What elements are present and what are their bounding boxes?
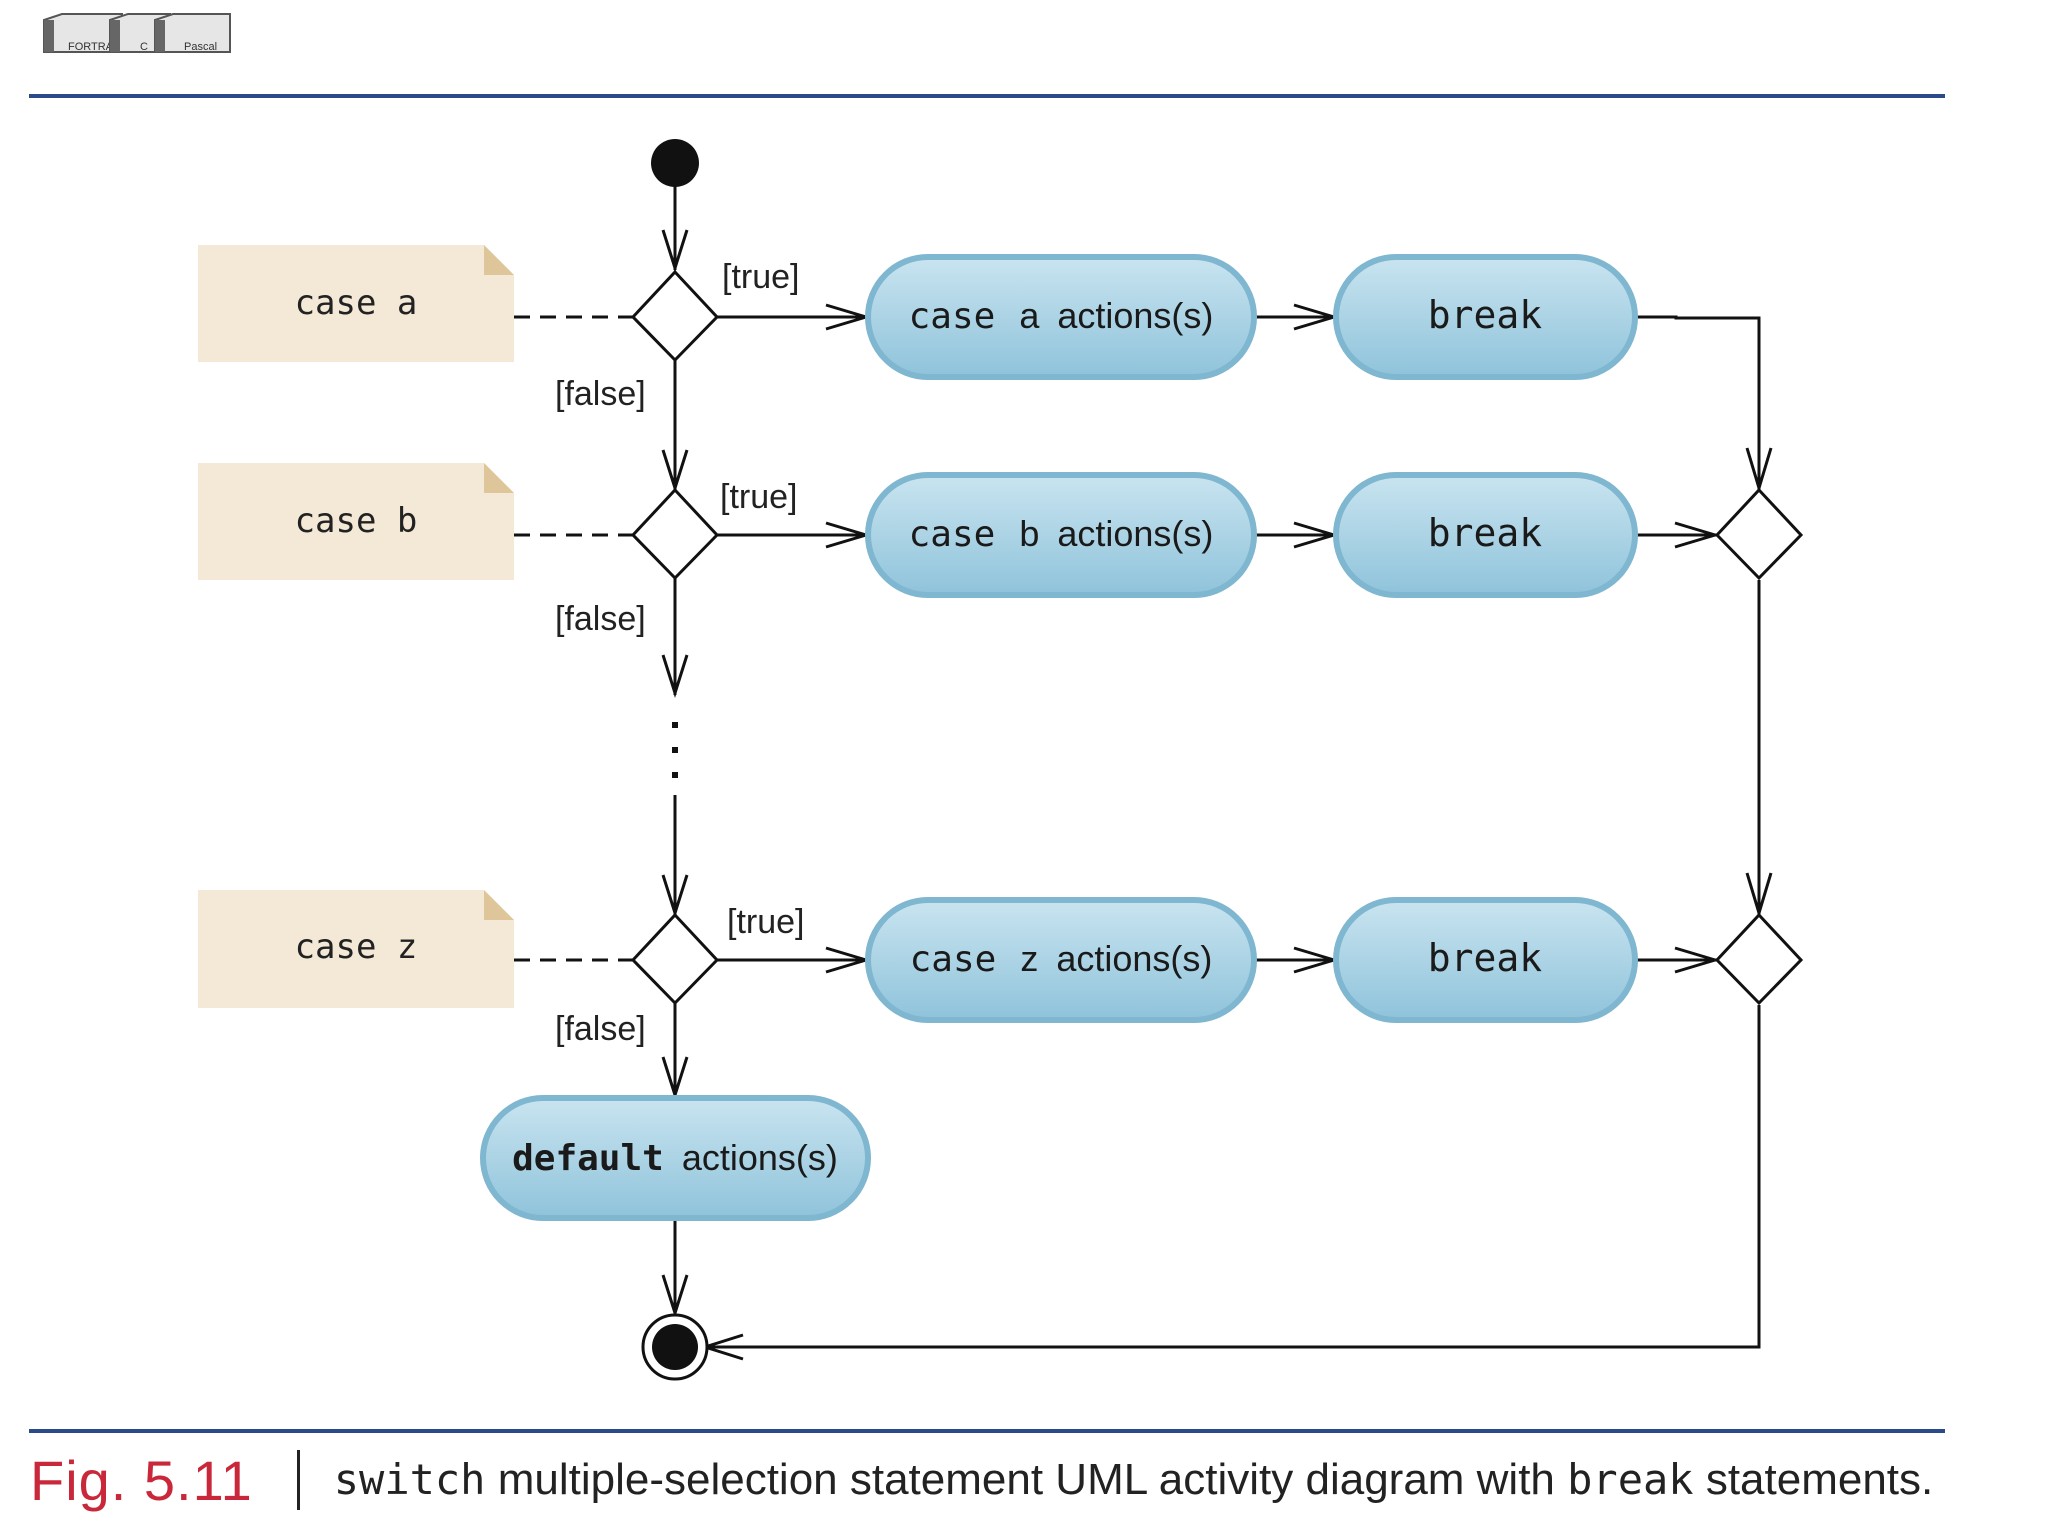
decision-case-z [630, 912, 720, 1006]
break-b: break [1333, 472, 1638, 598]
action-default: default actions(s) [480, 1095, 871, 1221]
guard-false-b: [false] [555, 600, 646, 638]
decision-nodes [630, 269, 720, 1006]
caption-code-switch: switch [333, 1455, 486, 1504]
decision-case-b [630, 487, 720, 581]
figure-caption: Fig. 5.11 switch multiple-selection stat… [30, 1440, 1950, 1520]
break-z-label: break [1428, 936, 1543, 980]
break-z: break [1333, 897, 1638, 1023]
action-case-b-label: actions(s) [1057, 513, 1213, 554]
note-case-z-text: case z [295, 927, 418, 967]
action-case-z-label: actions(s) [1056, 938, 1212, 979]
final-node [641, 1313, 709, 1381]
note-case-z: case z [198, 890, 514, 1008]
logo-tab-3-label: Pascal [184, 41, 217, 53]
action-case-a-letter: a [1019, 295, 1040, 336]
guard-true-b: [true] [720, 478, 797, 516]
break-a-label: break [1428, 293, 1543, 337]
action-case-z: case z actions(s) [865, 897, 1257, 1023]
svg-text:case b actions: case b actions(s) [909, 513, 1214, 555]
action-default-code: default [512, 1138, 664, 1179]
note-case-b: case b [198, 463, 514, 580]
flow-lines [673, 185, 1761, 1349]
action-default-label: actions(s) [682, 1137, 838, 1178]
action-case-a: case a actions(s) [865, 254, 1257, 380]
logo-tab-2-label: C [140, 41, 148, 53]
action-case-b-letter: b [1019, 513, 1039, 554]
guard-true-z: [true] [727, 903, 804, 941]
caption-text-mid: multiple-selection statement UML activit… [497, 1455, 1555, 1504]
action-case-b: case b actions(s) [865, 472, 1257, 598]
logo-tabs: FORTRAN C Pascal [43, 13, 231, 53]
svg-text:case z actions: case z actions(s) [910, 938, 1213, 980]
guard-labels: [true] [true] [true] [false] [false] [fa… [555, 258, 804, 1048]
guard-false-z: [false] [555, 1010, 646, 1048]
action-case-a-code: case [909, 296, 996, 337]
svg-text:default actions(s): default actions(s) [512, 1137, 838, 1179]
logo-tab-1: FORTRAN [43, 13, 123, 53]
break-b-label: break [1428, 511, 1543, 555]
merge-node-b [1714, 487, 1804, 581]
caption-text-end: statements. [1705, 1455, 1934, 1504]
svg-text:case a actions: case a actions(s) [909, 295, 1214, 337]
break-a: break [1333, 254, 1638, 380]
decision-case-a [630, 269, 720, 363]
note-case-a-text: case a [295, 283, 418, 323]
caption-separator [296, 1450, 300, 1510]
logo-tab-3: Pascal [154, 13, 231, 53]
action-case-z-letter: z [1020, 938, 1038, 979]
merge-node-z [1714, 912, 1804, 1006]
continuation-dots [672, 722, 678, 778]
merge-nodes [1714, 487, 1804, 1006]
note-case-b-text: case b [295, 501, 418, 541]
action-case-z-code: case [910, 939, 997, 980]
caption-text: switch multiple-selection statement UML … [334, 1455, 1934, 1505]
logo-tab-1-label: FORTRAN [68, 41, 121, 53]
action-case-a-label: actions(s) [1057, 295, 1213, 336]
initial-node [651, 139, 699, 187]
note-connectors [514, 315, 633, 962]
guard-false-a: [false] [555, 375, 646, 413]
caption-code-break: break [1567, 1455, 1694, 1504]
guard-true-a: [true] [722, 258, 799, 296]
figure-number: Fig. 5.11 [30, 1448, 253, 1512]
note-case-a: case a [198, 245, 514, 362]
action-case-b-code: case [909, 514, 996, 555]
